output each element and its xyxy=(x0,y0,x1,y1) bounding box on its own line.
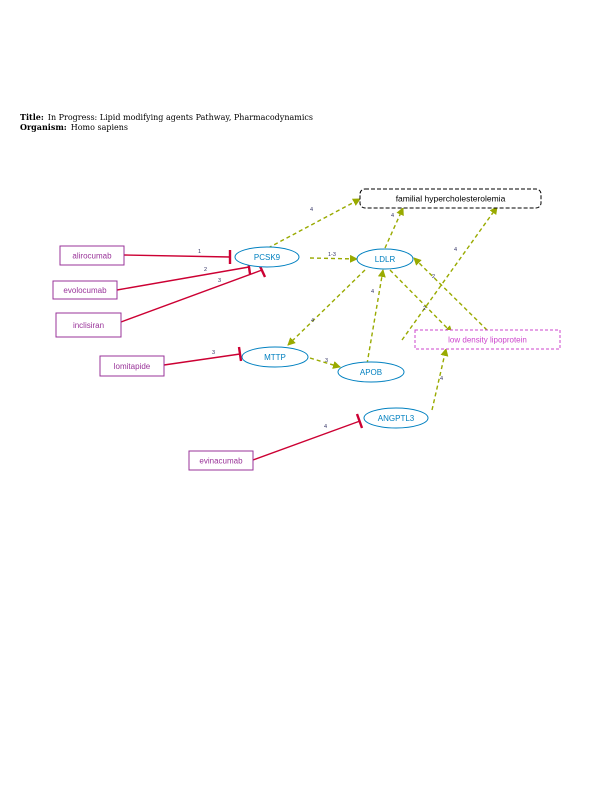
edge-evinacumab-angptl3: 4 xyxy=(252,413,364,461)
edge-label-pcsk9-ldlr: 1-3 xyxy=(328,252,336,258)
node-inclisiran-label: inclisiran xyxy=(73,321,104,330)
edge-apob-ldlr xyxy=(366,269,386,365)
edge-label-evolocumab: 2 xyxy=(204,267,207,273)
edge-ldl-ldlr xyxy=(413,257,488,331)
node-evolocumab-label: evolocumab xyxy=(63,286,107,295)
edge-evolocumab-pcsk9: 2 xyxy=(116,259,252,291)
inhibition-edges: 1 2 3 3 4 xyxy=(116,249,364,461)
edge-apob-fh xyxy=(401,206,498,341)
edge-label-ldlr-ldl: 2 xyxy=(423,306,426,312)
node-ldlr-label: LDLR xyxy=(375,255,396,264)
node-familial-hypercholesterolemia[interactable]: familial hypercholesterolemia xyxy=(359,188,542,209)
node-evinacumab[interactable]: evinacumab xyxy=(188,450,254,471)
node-inclisiran[interactable]: inclisiran xyxy=(55,312,122,338)
edge-label-apob-fh: 4 xyxy=(454,247,457,253)
edge-mttp-apob xyxy=(309,357,341,369)
drug-nodes: alirocumab evolocumab inclisiran lomitap… xyxy=(52,245,254,471)
node-evinacumab-label: evinacumab xyxy=(199,457,243,466)
node-alirocumab[interactable]: alirocumab xyxy=(59,245,125,266)
organism-value: Homo sapiens xyxy=(70,123,129,132)
node-apob-label: APOB xyxy=(360,368,382,377)
node-ldlr[interactable]: LDLR xyxy=(356,248,414,270)
activation-edge-labels: 4 1-3 4 4 4 3 4 2 2 4 xyxy=(310,207,457,382)
edge-label-pcsk9-fh: 4 xyxy=(310,207,313,213)
edge-label-apob-ldlr: 4 xyxy=(371,289,374,295)
gene-nodes: PCSK9 LDLR MTTP APOB ANGPTL3 xyxy=(234,246,429,429)
edge-pcsk9-fh xyxy=(267,198,361,249)
node-angptl3-label: ANGPTL3 xyxy=(378,414,415,423)
edge-label-alirocumab: 1 xyxy=(198,249,201,255)
organism-label: Organism: xyxy=(20,122,67,132)
node-lomitapide-label: lomitapide xyxy=(114,362,151,371)
edge-angptl3-ldl xyxy=(431,348,449,411)
title-line: Title:In Progress: Lipid modifying agent… xyxy=(20,112,313,123)
edge-lomitapide-mttp: 3 xyxy=(163,346,243,366)
edge-label-lomitapide: 3 xyxy=(212,350,215,356)
node-low-density-lipoprotein[interactable]: low density lipoprotein xyxy=(414,329,561,350)
edge-label-angptl3-ldl: 4 xyxy=(440,376,443,382)
node-angptl3[interactable]: ANGPTL3 xyxy=(363,407,429,429)
node-fh-label: familial hypercholesterolemia xyxy=(396,194,506,204)
edge-ldlr-ldl xyxy=(389,269,453,334)
node-lomitapide[interactable]: lomitapide xyxy=(99,355,165,377)
node-apob[interactable]: APOB xyxy=(337,361,405,383)
edge-alirocumab-pcsk9: 1 xyxy=(123,249,232,264)
edge-label-ldlr-fh: 4 xyxy=(391,213,394,219)
pathway-title: In Progress: Lipid modifying agents Path… xyxy=(47,113,313,122)
edge-label-ldl-ldlr: 2 xyxy=(432,274,435,280)
edge-pcsk9-ldlr xyxy=(309,254,358,263)
title-label: Title: xyxy=(20,112,44,122)
node-mttp[interactable]: MTTP xyxy=(241,346,309,368)
activation-edges xyxy=(267,198,498,411)
node-ldl-label: low density lipoprotein xyxy=(448,336,527,345)
edge-label-inclisiran: 3 xyxy=(218,278,221,284)
edge-ldlr-fh xyxy=(384,207,404,249)
node-pcsk9-label: PCSK9 xyxy=(254,253,281,262)
edge-label-evinacumab: 4 xyxy=(324,424,327,430)
edge-ldlr-mttp xyxy=(287,269,366,346)
node-evolocumab[interactable]: evolocumab xyxy=(52,280,118,300)
edge-label-mttp-apob: 3 xyxy=(325,358,328,364)
organism-line: Organism:Homo sapiens xyxy=(20,122,128,133)
edge-inclisiran-pcsk9: 3 xyxy=(120,263,267,323)
node-alirocumab-label: alirocumab xyxy=(72,252,112,261)
edge-label-ldlr-mttp: 4 xyxy=(311,318,314,324)
node-pcsk9[interactable]: PCSK9 xyxy=(234,246,300,268)
node-mttp-label: MTTP xyxy=(264,353,286,362)
